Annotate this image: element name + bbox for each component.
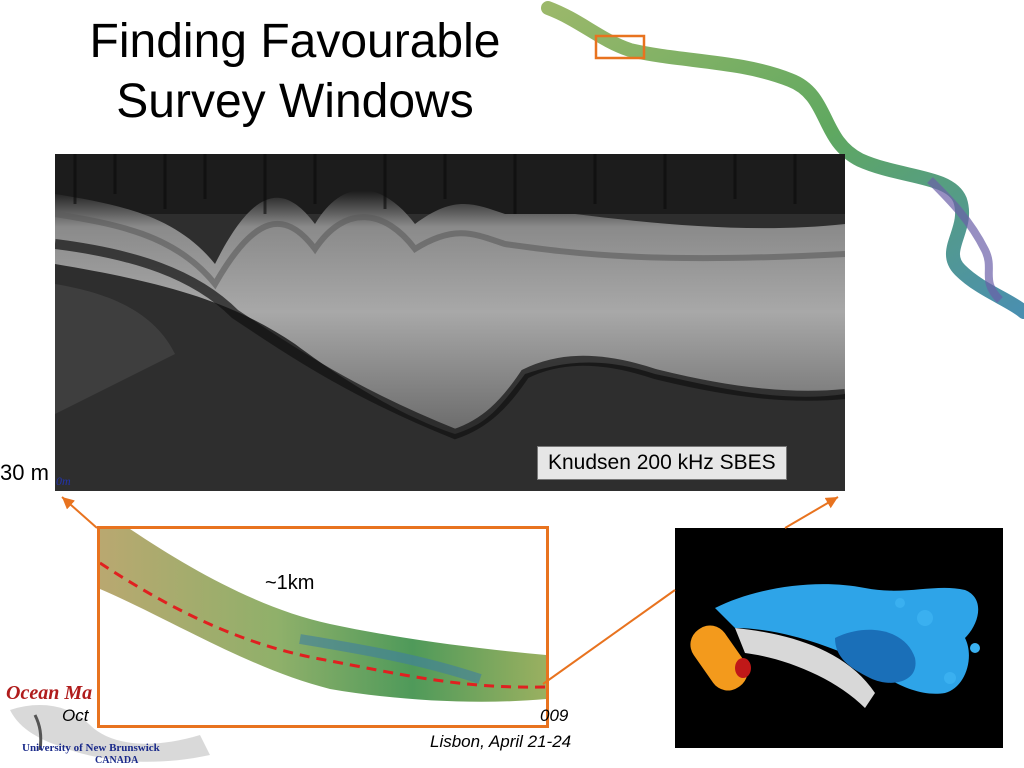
echosounder-label: Knudsen 200 kHz SBES — [537, 446, 787, 480]
river-highlight-box — [594, 34, 646, 60]
logo-university: University of New Brunswick — [22, 742, 160, 754]
university-logo — [10, 705, 210, 762]
logo-country: CANADA — [95, 755, 139, 766]
bathymetry-strip — [100, 529, 546, 702]
slide-title: Finding Favourable Survey Windows — [30, 12, 560, 132]
distance-label: ~1km — [265, 572, 315, 594]
title-line-2: Survey Windows — [116, 75, 474, 128]
connector-sim — [542, 589, 676, 685]
sbes-echogram — [55, 154, 845, 491]
echogram-image — [55, 154, 845, 491]
footer-date-left: Oct — [62, 706, 89, 725]
flow-simulation-panel — [675, 528, 1003, 748]
title-line-1: Finding Favourable — [89, 15, 501, 68]
arrow-to-echogram — [784, 496, 839, 529]
footer-location: Lisbon, April 21-24 — [430, 732, 572, 751]
survey-track-line — [100, 561, 546, 689]
cylinder-shape — [690, 625, 751, 691]
flow-simulation-image — [675, 528, 1003, 748]
footer-year: 009 — [540, 706, 569, 725]
river-overview-map — [541, 1, 1024, 319]
arrow-to-depth — [61, 496, 98, 529]
depth-label: 30 m — [0, 460, 49, 485]
logo-title: Ocean Ma — [6, 682, 93, 704]
depth-zero-label: 0m — [56, 474, 71, 488]
